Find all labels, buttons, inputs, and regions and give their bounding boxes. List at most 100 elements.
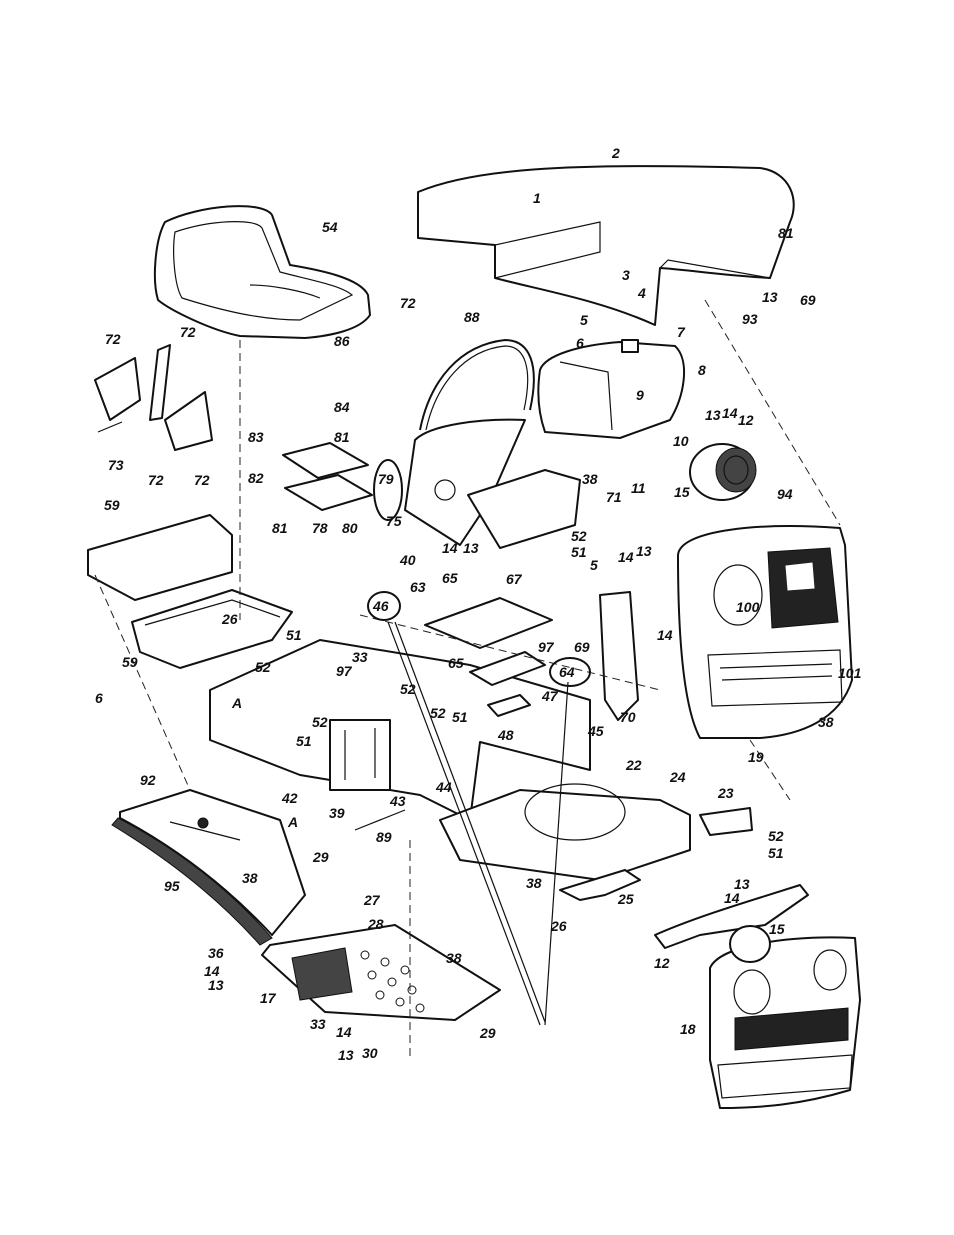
- label-38d: 38: [526, 875, 542, 891]
- label-52d: 52: [430, 705, 446, 721]
- label-14g: 14: [336, 1024, 352, 1040]
- label-60: 59: [104, 497, 120, 513]
- grille-housing: [677, 525, 853, 739]
- label-51e: 51: [768, 845, 784, 861]
- control-levers: [94, 344, 213, 451]
- label-42: 42: [281, 790, 298, 806]
- mounting-plate: [282, 442, 403, 521]
- label-72d: 72: [148, 472, 164, 488]
- label-30: 30: [362, 1045, 378, 1061]
- label-15b: 15: [769, 921, 785, 937]
- label-65: 65: [448, 655, 464, 671]
- label-62: 81: [778, 225, 794, 241]
- callout-circle-46: [367, 591, 401, 621]
- label-38b: 38: [818, 714, 834, 730]
- label-51d: 51: [296, 733, 312, 749]
- label-25: 25: [617, 891, 634, 907]
- label-40: 40: [399, 552, 416, 568]
- footplate: [261, 924, 501, 1021]
- label-13a: 13: [762, 289, 778, 305]
- label-95: 95: [164, 878, 180, 894]
- label-80: 80: [342, 520, 358, 536]
- support-tube: [419, 338, 535, 431]
- seat: [153, 205, 371, 339]
- label-1: 1: [533, 190, 541, 206]
- callout-circle-64: [549, 657, 591, 687]
- label-51b: 51: [286, 627, 302, 643]
- label-89: 89: [376, 829, 392, 845]
- label-67: 67: [506, 571, 523, 587]
- label-5a: 5: [580, 312, 588, 328]
- label-69a: 69: [800, 292, 816, 308]
- label-52a: 52: [571, 528, 587, 544]
- label-6b: 6: [95, 690, 103, 706]
- label-27: 27: [363, 892, 381, 908]
- hood: [417, 165, 795, 326]
- label-14b: 14: [722, 405, 738, 421]
- label-13g: 13: [338, 1047, 354, 1063]
- label-18: 18: [680, 1021, 696, 1037]
- label-92: 92: [140, 772, 156, 788]
- label-86: 86: [334, 333, 350, 349]
- label-51c: 51: [452, 709, 468, 725]
- label-72c: 72: [180, 324, 196, 340]
- label-46: 46: [372, 598, 389, 614]
- label-79: 79: [378, 471, 394, 487]
- label-44: 44: [435, 779, 452, 795]
- label-52f: 52: [768, 828, 784, 844]
- label-52c: 52: [400, 681, 416, 697]
- label-A2: A: [287, 814, 298, 830]
- label-19: 19: [748, 749, 764, 765]
- label-78: 78: [312, 520, 328, 536]
- label-7: 7: [677, 324, 686, 340]
- label-14f: 14: [204, 963, 220, 979]
- label-38c: 38: [242, 870, 258, 886]
- label-84: 84: [334, 399, 350, 415]
- label-3: 3: [622, 267, 630, 283]
- label-81b: 81: [272, 520, 288, 536]
- label-A1: A: [231, 695, 242, 711]
- label-15a: 15: [674, 484, 690, 500]
- label-11: 11: [631, 480, 646, 496]
- fuel-tank: [537, 339, 686, 439]
- label-96: 97: [538, 639, 555, 655]
- label-23: 23: [717, 785, 734, 801]
- part-labels: 2 1 81 69 13 93 54 3 4 5 6 7 8 9 72 88 8…: [95, 145, 862, 1063]
- label-64: 64: [559, 664, 575, 680]
- label-33b: 33: [310, 1016, 326, 1032]
- label-17: 17: [260, 990, 277, 1006]
- pedal-plates: [424, 597, 553, 717]
- label-73: 73: [108, 457, 124, 473]
- label-97: 97: [336, 663, 353, 679]
- label-88: 88: [464, 309, 480, 325]
- label-72a: 72: [400, 295, 416, 311]
- label-4: 4: [637, 285, 646, 301]
- label-51a: 51: [571, 544, 587, 560]
- battery-box: [87, 514, 293, 669]
- headlight-assembly: [689, 443, 757, 501]
- label-13b: 13: [463, 540, 479, 556]
- label-14e: 14: [724, 890, 740, 906]
- label-10: 10: [673, 433, 689, 449]
- label-45: 45: [587, 723, 604, 739]
- label-12a: 12: [738, 412, 754, 428]
- label-6a: 6: [576, 335, 584, 351]
- label-75: 75: [386, 513, 402, 529]
- label-2: 2: [611, 145, 620, 161]
- label-82: 82: [248, 470, 264, 486]
- label-29: 29: [479, 1025, 496, 1041]
- label-13f: 13: [208, 977, 224, 993]
- label-48: 48: [497, 727, 514, 743]
- label-13c: 13: [705, 407, 721, 423]
- label-14a: 14: [442, 540, 458, 556]
- label-72e: 72: [194, 472, 210, 488]
- label-59: 59: [122, 654, 138, 670]
- label-28: 28: [367, 916, 384, 932]
- label-63: 65: [442, 570, 458, 586]
- small-lamp: [729, 925, 771, 963]
- label-81a: 81: [334, 429, 350, 445]
- label-70: 70: [620, 709, 636, 725]
- label-37: 29: [312, 849, 329, 865]
- label-9: 9: [636, 387, 644, 403]
- label-71: 71: [606, 489, 622, 505]
